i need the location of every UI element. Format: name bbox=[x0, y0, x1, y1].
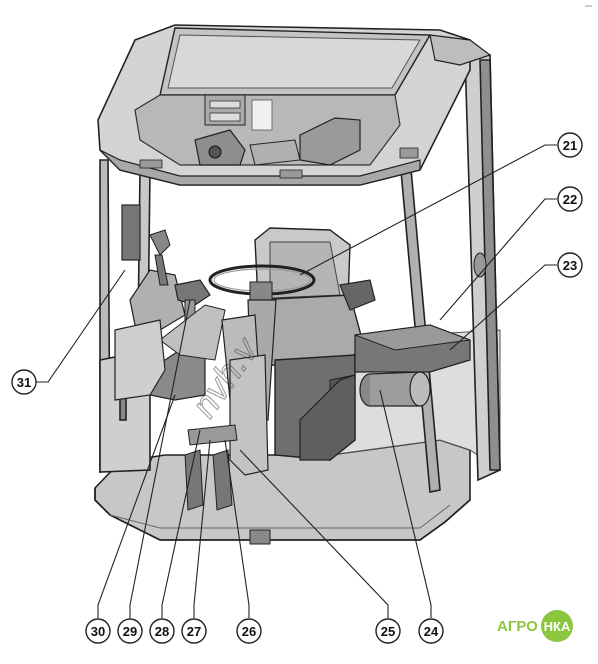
callout-22: 22 bbox=[557, 186, 583, 212]
callout-21: 21 bbox=[557, 132, 583, 158]
cab-roof bbox=[97, 24, 492, 186]
callout-27: 27 bbox=[181, 618, 207, 644]
leader-26 bbox=[224, 439, 250, 618]
callout-31: 31 bbox=[11, 369, 37, 395]
callout-29: 29 bbox=[117, 618, 143, 644]
callout-25: 25 bbox=[375, 618, 401, 644]
leader-lines bbox=[36, 144, 557, 618]
svg-text:21: 21 bbox=[563, 138, 577, 153]
callout-24: 24 bbox=[418, 618, 444, 644]
callout-28: 28 bbox=[149, 618, 175, 644]
leader-24 bbox=[379, 389, 432, 618]
svg-text:22: 22 bbox=[563, 192, 577, 207]
leader-22 bbox=[439, 198, 557, 321]
svg-text:31: 31 bbox=[17, 375, 31, 390]
svg-text:24: 24 bbox=[424, 624, 439, 639]
callout-23: 23 bbox=[557, 252, 583, 278]
callout-30: 30 bbox=[85, 618, 111, 644]
agronka-logo: АГРО НКА bbox=[497, 610, 573, 642]
leader-30 bbox=[97, 394, 176, 618]
svg-text:29: 29 bbox=[123, 624, 137, 639]
steering-column bbox=[184, 264, 316, 545]
svg-text:НКА: НКА bbox=[544, 619, 571, 634]
leader-28 bbox=[161, 429, 201, 618]
leader-21 bbox=[299, 144, 557, 276]
left-console bbox=[114, 204, 226, 401]
leader-29 bbox=[129, 299, 191, 618]
leader-23 bbox=[449, 264, 557, 351]
svg-text:АГРО: АГРО bbox=[497, 618, 538, 635]
leader-31 bbox=[36, 269, 126, 383]
svg-text:25: 25 bbox=[381, 624, 395, 639]
leader-25 bbox=[239, 449, 389, 618]
svg-text:26: 26 bbox=[242, 624, 256, 639]
leader-27 bbox=[193, 439, 211, 618]
svg-text:23: 23 bbox=[563, 258, 577, 273]
svg-text:27: 27 bbox=[187, 624, 201, 639]
callouts: 21 22 23 31 30 29 28 27 bbox=[11, 132, 583, 644]
callout-26: 26 bbox=[236, 618, 262, 644]
right-components bbox=[299, 252, 487, 461]
svg-text:30: 30 bbox=[91, 624, 105, 639]
svg-text:28: 28 bbox=[155, 624, 169, 639]
